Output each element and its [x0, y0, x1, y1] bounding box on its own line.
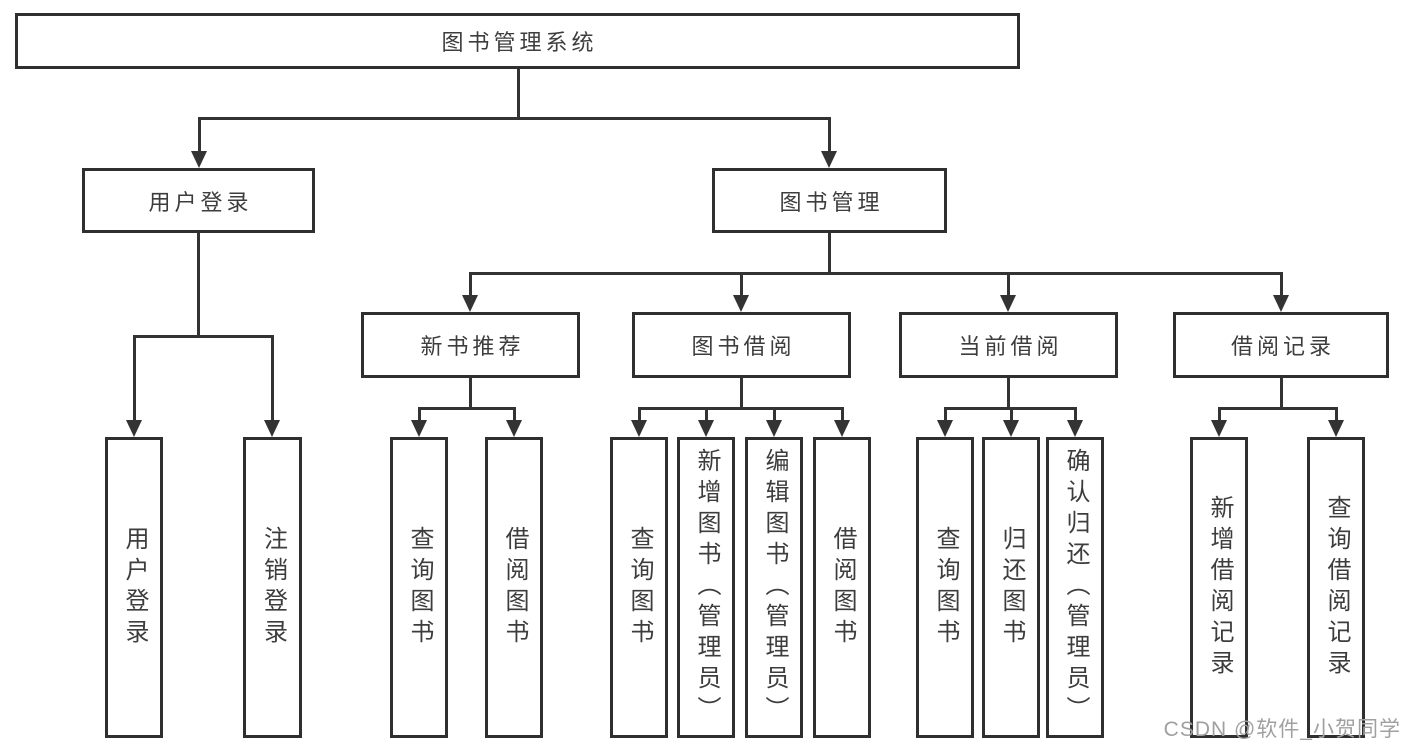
arrowhead-icon [264, 420, 280, 437]
arrowhead-icon [698, 420, 714, 437]
node-label: 用户登录 [148, 189, 253, 215]
node-borrow-books-borrowing: 借阅图书 [813, 437, 871, 738]
connector-line [417, 406, 516, 410]
node-user-login-module: 用户登录 [82, 168, 315, 233]
arrowhead-icon [1273, 295, 1289, 312]
node-label: 查询图书 [932, 525, 959, 650]
arrowhead-icon [766, 420, 782, 437]
arrowhead-icon [411, 420, 427, 437]
connector-line [270, 336, 274, 422]
node-borrowing-records: 借阅记录 [1173, 312, 1389, 378]
node-query-books-current: 查询图书 [916, 437, 974, 738]
connector-line [1009, 408, 1013, 422]
node-current-borrowing: 当前借阅 [899, 312, 1118, 378]
node-book-borrowing: 图书借阅 [632, 312, 851, 378]
node-logout-leaf: 注销登录 [243, 437, 302, 738]
watermark-text: CSDN @软件_小贺同学 [1163, 718, 1401, 741]
connector-line [468, 378, 472, 408]
node-label: 图书管理系统 [441, 30, 598, 55]
node-label: 借阅图书 [829, 525, 856, 650]
connector-line [468, 273, 472, 297]
node-query-books-borrowing: 查询图书 [610, 437, 668, 738]
node-book-management-module: 图书管理 [712, 168, 947, 233]
node-add-books-admin: 新增图书（管理员） [677, 437, 735, 738]
node-confirm-return-admin: 确认归还（管理员） [1046, 437, 1104, 738]
arrowhead-icon [191, 151, 207, 168]
connector-line [516, 69, 520, 118]
connector-line [827, 118, 831, 153]
connector-line [1073, 408, 1077, 422]
arrowhead-icon [631, 420, 647, 437]
node-label: 查询图书 [406, 525, 433, 650]
node-new-book-recommendation: 新书推荐 [361, 312, 580, 378]
arrowhead-icon [1211, 420, 1227, 437]
arrowhead-icon [462, 295, 478, 312]
connector-line [132, 336, 136, 422]
arrowhead-icon [733, 295, 749, 312]
connector-line [739, 378, 743, 408]
connector-line [772, 408, 776, 422]
node-label: 新增借阅记录 [1206, 494, 1233, 681]
arrowhead-icon [821, 151, 837, 168]
connector-line [197, 116, 831, 120]
node-label: 图书管理 [779, 189, 884, 215]
node-library-management-system: 图书管理系统 [15, 13, 1020, 69]
node-return-books: 归还图书 [982, 437, 1040, 738]
connector-line [943, 408, 947, 422]
connector-line [1279, 273, 1283, 297]
connector-line [197, 118, 201, 153]
node-label: 确认归还（管理员） [1062, 448, 1089, 727]
connector-line [1217, 406, 1338, 410]
arrowhead-icon [834, 420, 850, 437]
node-edit-books-admin: 编辑图书（管理员） [745, 437, 803, 738]
arrowhead-icon [1067, 420, 1083, 437]
connector-line [1006, 273, 1010, 297]
arrowhead-icon [1003, 420, 1019, 437]
node-query-books-recommend: 查询图书 [390, 437, 448, 738]
connector-line [1279, 378, 1283, 408]
node-label: 图书借阅 [691, 334, 796, 359]
arrowhead-icon [506, 420, 522, 437]
connector-line [512, 408, 516, 422]
node-label: 编辑图书（管理员） [761, 448, 788, 727]
node-label: 注销登录 [259, 525, 287, 650]
connector-line [132, 334, 274, 338]
connector-line [840, 408, 844, 422]
connector-line [417, 408, 421, 422]
node-label: 归还图书 [998, 525, 1025, 650]
connector-line [637, 406, 844, 410]
node-label: 新书推荐 [420, 334, 525, 359]
arrowhead-icon [1000, 295, 1016, 312]
arrowhead-icon [126, 420, 142, 437]
connector-line [827, 233, 831, 273]
connector-line [704, 408, 708, 422]
node-label: 查询借阅记录 [1323, 494, 1350, 681]
connector-line [1334, 408, 1338, 422]
connector-line [739, 273, 743, 297]
node-label: 用户登录 [121, 525, 148, 650]
connector-line [1006, 378, 1010, 408]
node-label: 查询图书 [626, 525, 653, 650]
node-add-borrow-record: 新增借阅记录 [1190, 437, 1248, 738]
connector-line [196, 233, 200, 336]
arrowhead-icon [1328, 420, 1344, 437]
connector-line [468, 271, 1283, 275]
node-user-login-leaf: 用户登录 [105, 437, 163, 738]
node-label: 借阅图书 [501, 525, 528, 650]
arrowhead-icon [937, 420, 953, 437]
connector-line [1217, 408, 1221, 422]
node-borrow-books-recommend: 借阅图书 [485, 437, 543, 738]
node-label: 借阅记录 [1230, 334, 1335, 359]
node-label: 新增图书（管理员） [693, 448, 720, 727]
connector-line [637, 408, 641, 422]
node-query-borrow-record: 查询借阅记录 [1307, 437, 1365, 738]
node-label: 当前借阅 [958, 334, 1063, 359]
